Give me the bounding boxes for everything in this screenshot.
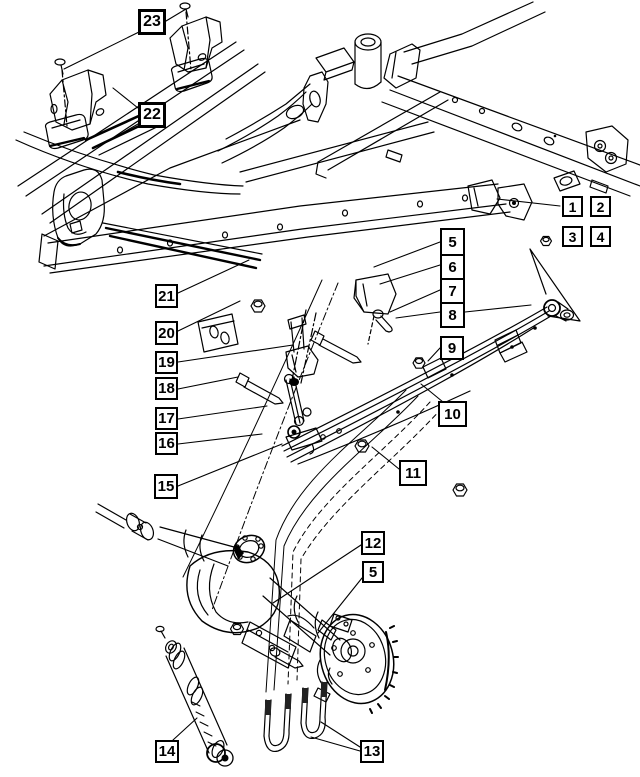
callout-box-1[interactable]: 1 bbox=[562, 196, 583, 217]
u-bolts bbox=[263, 681, 328, 753]
callout-stack-5-8: 5 6 7 8 bbox=[440, 228, 465, 328]
callout-box-20[interactable]: 20 bbox=[155, 321, 178, 345]
callout-box-15[interactable]: 15 bbox=[154, 474, 178, 499]
callout-box-2[interactable]: 2 bbox=[590, 196, 611, 217]
callout-box-13[interactable]: 13 bbox=[360, 740, 384, 763]
brake-drum bbox=[319, 613, 399, 714]
callout-box-16[interactable]: 16 bbox=[155, 432, 178, 455]
callout-box-8[interactable]: 8 bbox=[442, 302, 463, 326]
callout-box-7[interactable]: 7 bbox=[442, 278, 463, 302]
callout-box-17[interactable]: 17 bbox=[155, 407, 178, 430]
projection-lines bbox=[182, 279, 443, 693]
differential-housing bbox=[186, 549, 281, 634]
callout-box-18[interactable]: 18 bbox=[155, 377, 178, 400]
callout-box-9[interactable]: 9 bbox=[440, 336, 464, 360]
callout-box-10[interactable]: 10 bbox=[438, 401, 467, 427]
callout-box-21[interactable]: 21 bbox=[155, 284, 178, 308]
callout-box-23[interactable]: 23 bbox=[138, 9, 166, 35]
callout-box-4[interactable]: 4 bbox=[590, 226, 611, 247]
frame-inset bbox=[15, 2, 266, 224]
axle-assembly bbox=[95, 503, 399, 767]
callout-box-14[interactable]: 14 bbox=[155, 740, 179, 763]
pinion-flange bbox=[232, 534, 266, 564]
frame-main bbox=[38, 1, 640, 384]
callout-box-5[interactable]: 5 bbox=[448, 233, 457, 251]
shock-absorber bbox=[155, 625, 234, 767]
callout-box-19[interactable]: 19 bbox=[155, 351, 178, 374]
callout-box-6[interactable]: 6 bbox=[442, 254, 463, 278]
callout-box-12[interactable]: 12 bbox=[361, 531, 385, 555]
callout-box-3[interactable]: 3 bbox=[562, 226, 583, 247]
pinion-yoke bbox=[125, 512, 155, 541]
callout-box-11[interactable]: 11 bbox=[399, 460, 427, 486]
callout-box-5b[interactable]: 5 bbox=[362, 561, 384, 583]
callout-box-22[interactable]: 22 bbox=[138, 102, 166, 128]
leaf-spring bbox=[235, 248, 581, 497]
leader-lines bbox=[63, 8, 561, 752]
